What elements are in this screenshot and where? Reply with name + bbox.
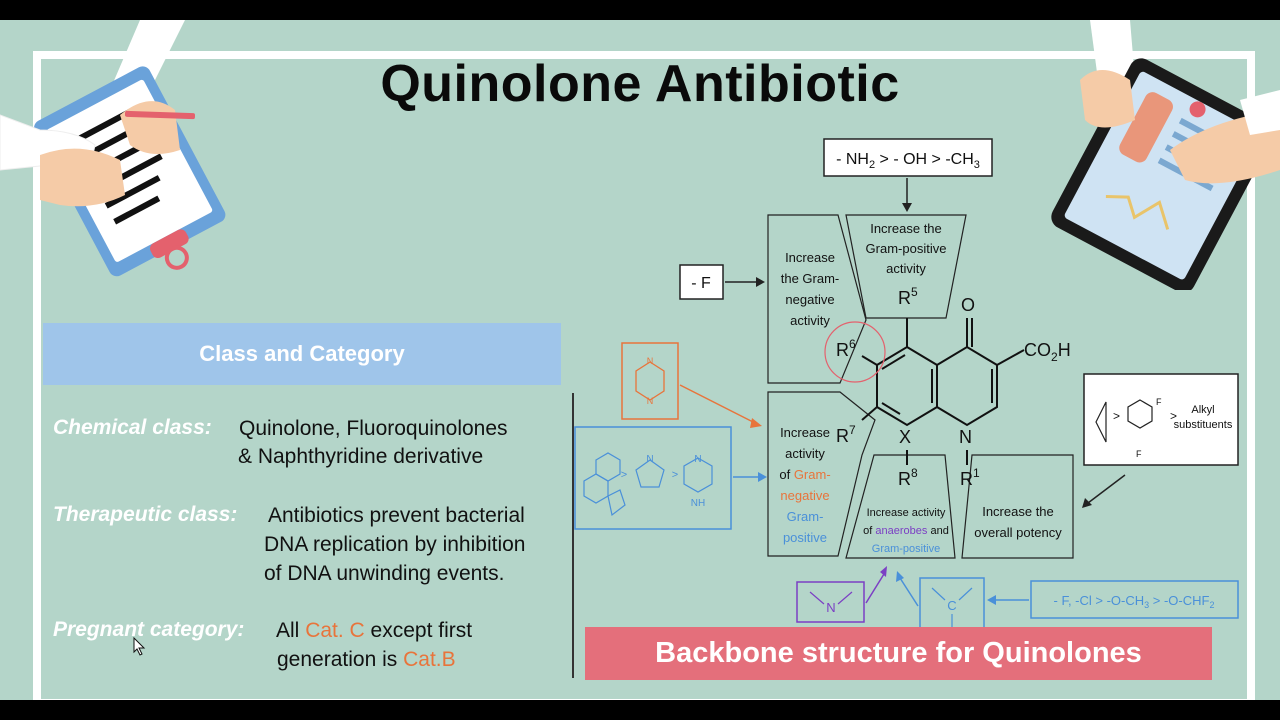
- chemical-class-line1: Quinolone, Fluoroquinolones: [239, 417, 508, 440]
- class-category-header: Class and Category: [43, 323, 561, 385]
- svg-text:negative: negative: [780, 488, 829, 503]
- r6-substituent-box: - F: [679, 264, 724, 300]
- svg-text:F: F: [1136, 449, 1142, 459]
- svg-text:- NH2 > - OH > -CH3: - NH2 > - OH > -CH3: [836, 151, 980, 171]
- tablet-illustration-icon: [1051, 20, 1280, 290]
- svg-text:N: N: [647, 396, 654, 406]
- svg-text:Increase: Increase: [780, 425, 830, 440]
- pregnant-category-label: Pregnant category:: [53, 618, 245, 641]
- chemical-class-label: Chemical class:: [53, 416, 212, 439]
- mouse-cursor-icon: [133, 637, 146, 656]
- chemical-class-line2: & Naphthyridine derivative: [238, 445, 484, 468]
- svg-text:Increase the: Increase the: [870, 221, 942, 236]
- svg-text:Gram-positive: Gram-positive: [866, 241, 947, 256]
- svg-text:activity: activity: [790, 313, 830, 328]
- r7-activity-panel: Increase activity of Gram- negative Gram…: [767, 391, 876, 557]
- svg-text:N: N: [959, 427, 972, 447]
- therapeutic-class-line1: Antibiotics prevent bacterial: [268, 504, 525, 527]
- r8-substituent-box: - F, -Cl > -O-CH3 > -O-CHF2: [1030, 580, 1239, 619]
- r1-activity-panel: Increase the overall potency: [961, 454, 1074, 559]
- svg-text:R8: R8: [898, 466, 918, 489]
- svg-text:N: N: [826, 600, 835, 615]
- svg-text:NH: NH: [691, 498, 705, 509]
- slide-background: - NH2 > - OH > -CH3 - F Increase the Gra…: [0, 20, 1280, 700]
- piperazine-substituent-box: N N: [621, 342, 679, 420]
- svg-text:substituents: substituents: [1174, 419, 1233, 431]
- svg-text:R6: R6: [836, 337, 856, 360]
- section-divider: [572, 393, 574, 678]
- svg-text:of Gram-: of Gram-: [779, 467, 830, 482]
- therapeutic-class-line3: of DNA unwinding events.: [264, 562, 505, 585]
- clipboard-illustration-icon: [0, 20, 226, 277]
- r8-activity-panel: Increase activity of anaerobes and Gram-…: [845, 454, 956, 559]
- r6-activity-panel: Increase the Gram- negative activity: [767, 214, 867, 384]
- svg-text:>: >: [672, 469, 678, 481]
- svg-text:R5: R5: [898, 285, 918, 308]
- svg-text:positive: positive: [783, 530, 827, 545]
- svg-text:C: C: [947, 598, 956, 613]
- imine-substituent-box: N: [796, 581, 865, 623]
- svg-text:Increase activity: Increase activity: [867, 507, 946, 519]
- svg-text:X: X: [899, 427, 911, 447]
- svg-text:CO2H: CO2H: [1024, 340, 1071, 364]
- svg-text:>: >: [1113, 409, 1120, 423]
- svg-text:overall potency: overall potency: [974, 525, 1062, 540]
- r7-substituents-box: > N > N NH: [574, 426, 732, 530]
- svg-text:Gram-positive: Gram-positive: [872, 543, 940, 555]
- r1-substituents-box: > F F > Alkyl substituents: [1083, 373, 1239, 466]
- backbone-banner: Backbone structure for Quinolones: [585, 627, 1212, 680]
- r5-substituent-box: - NH2 > - OH > -CH3: [823, 138, 993, 177]
- svg-text:the Gram-: the Gram-: [781, 271, 840, 286]
- svg-text:N: N: [647, 356, 654, 366]
- core-atom-labels: R5 R6 R7 R8 R1 X N O CO2H: [836, 285, 1071, 489]
- page-title: Quinolone Antibiotic: [380, 55, 900, 113]
- therapeutic-class-line2: DNA replication by inhibition: [264, 533, 526, 556]
- r5-activity-panel: Increase the Gram-positive activity: [845, 214, 967, 319]
- quinolone-core-structure: [861, 318, 1025, 465]
- pregnant-category-line2: generation is Cat.B: [277, 648, 456, 671]
- therapeutic-class-label: Therapeutic class:: [53, 503, 238, 526]
- svg-text:N: N: [646, 454, 653, 465]
- svg-text:- F: - F: [691, 275, 711, 292]
- r6-highlight-circle: [824, 321, 886, 383]
- svg-text:Increase: Increase: [785, 250, 835, 265]
- svg-text:Increase the: Increase the: [982, 504, 1054, 519]
- svg-text:activity: activity: [886, 261, 926, 276]
- pregnant-category-line1: All Cat. C except first: [276, 619, 473, 642]
- svg-text:N: N: [694, 454, 701, 465]
- svg-text:R7: R7: [836, 423, 856, 446]
- svg-text:Gram-: Gram-: [787, 509, 824, 524]
- svg-text:of anaerobes and: of anaerobes and: [863, 525, 949, 537]
- svg-text:O: O: [961, 295, 975, 315]
- svg-text:>: >: [1170, 409, 1177, 423]
- sar-diagram: - NH2 > - OH > -CH3 - F Increase the Gra…: [574, 138, 1239, 641]
- svg-text:R1: R1: [960, 466, 980, 489]
- svg-text:Alkyl: Alkyl: [1191, 404, 1214, 416]
- svg-text:negative: negative: [785, 292, 834, 307]
- svg-text:F: F: [1156, 397, 1162, 407]
- svg-text:- F, -Cl > -O-CH3 > -O-CHF2: - F, -Cl > -O-CH3 > -O-CHF2: [1054, 593, 1215, 610]
- svg-text:>: >: [621, 469, 627, 481]
- svg-text:activity: activity: [785, 446, 825, 461]
